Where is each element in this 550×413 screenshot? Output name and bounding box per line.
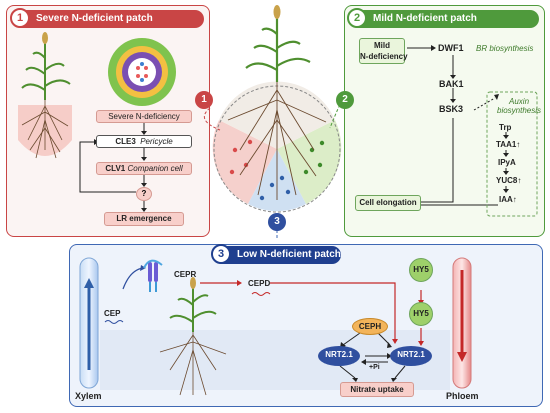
panel2-header: 2 Mild N-deficient patch xyxy=(347,8,539,28)
cepd-label: CEPD xyxy=(248,279,271,288)
cle3-label: CLE3 xyxy=(115,137,136,146)
taa1-text: TAA1 xyxy=(496,140,517,149)
cle3-box: CLE3 Pericycle xyxy=(96,135,192,148)
mild-label-line1: Mild xyxy=(374,41,390,50)
severe-n-deficiency-box: Severe N-deficiency xyxy=(96,110,192,123)
cepr-label: CEPR xyxy=(174,270,197,279)
cep-label: CEP xyxy=(104,309,121,318)
hy5-bottom-box: HY5 xyxy=(409,302,433,326)
panel2-title: Mild N-deficient patch xyxy=(373,13,477,24)
taa1-up-arrow: ↑ xyxy=(516,140,521,149)
companion-cell-label: Companion cell xyxy=(127,164,183,173)
mild-label-line2: N-deficiency xyxy=(360,52,408,61)
panel1-number: 1 xyxy=(10,8,30,28)
auxin-line1: Auxin xyxy=(509,97,530,106)
center-marker-2-text: 2 xyxy=(342,94,348,105)
panel1-title: Severe N-deficient patch xyxy=(36,13,153,24)
panel3-number: 3 xyxy=(211,244,231,264)
panel1-header: 1 Severe N-deficient patch xyxy=(10,8,204,28)
lr-emergence-label: LR emergence xyxy=(116,214,172,223)
iaa-up-arrow: ↑ xyxy=(512,195,517,204)
dwf1-label: DWF1 xyxy=(438,43,464,53)
ipya-label: IPyA xyxy=(498,158,516,167)
question-mark: ? xyxy=(141,189,147,198)
auxin-label: Auxin biosynthesis xyxy=(497,97,541,115)
panel3-title: Low N-deficient patch xyxy=(237,249,341,260)
clv1-box: CLV1 Companion cell xyxy=(96,162,192,175)
nrt21-right-box: NRT2.1 xyxy=(390,346,432,366)
pi-label: +Pi xyxy=(369,364,380,371)
cell-elongation-box: Cell elongation xyxy=(355,195,421,211)
nrt21-left-label: NRT2.1 xyxy=(325,350,353,359)
clv1-label: CLV1 xyxy=(105,164,126,173)
center-marker-1: 1 xyxy=(195,91,213,109)
hy5-top-label: HY5 xyxy=(413,265,429,274)
panel3-header: 3 Low N-deficient patch xyxy=(211,244,341,264)
center-marker-2: 2 xyxy=(336,91,354,109)
mild-n-deficiency-box: Mild N-deficiency xyxy=(359,38,408,64)
pericycle-label: Pericycle xyxy=(140,137,173,146)
severe-n-deficiency-label: Severe N-deficiency xyxy=(108,112,180,121)
panel2-number: 2 xyxy=(347,8,367,28)
auxin-line2: biosynthesis xyxy=(497,106,542,115)
hy5-top-box: HY5 xyxy=(409,258,433,282)
xylem-label: Xylem xyxy=(75,391,102,401)
hy5-bottom-label: HY5 xyxy=(413,309,429,318)
center-marker-1-text: 1 xyxy=(201,94,207,105)
bak1-label: BAK1 xyxy=(439,79,464,89)
phloem-label: Phloem xyxy=(446,391,479,401)
iaa-text: IAA xyxy=(499,195,513,204)
center-marker-3: 3 xyxy=(268,213,286,231)
low-patch-panel xyxy=(69,244,543,407)
yuc8-up-arrow: ↑ xyxy=(517,176,522,185)
ceph-box: CEPH xyxy=(352,318,388,335)
yuc8-text: YUC8 xyxy=(496,176,518,185)
unknown-factor-circle: ? xyxy=(136,187,152,201)
nitrate-uptake-label: Nitrate uptake xyxy=(350,385,404,394)
yuc8-label: YUC8↑ xyxy=(496,176,521,185)
lr-emergence-box: LR emergence xyxy=(104,212,184,226)
taa1-label: TAA1↑ xyxy=(496,140,520,149)
br-biosynthesis-label: BR biosynthesis xyxy=(476,44,534,53)
nrt21-left-box: NRT2.1 xyxy=(318,346,360,366)
trp-label: Trp xyxy=(499,123,512,132)
nitrate-uptake-box: Nitrate uptake xyxy=(340,382,414,397)
ceph-label: CEPH xyxy=(358,322,382,331)
nrt21-right-label: NRT2.1 xyxy=(397,350,425,359)
center-marker-3-text: 3 xyxy=(274,216,280,227)
bsk3-label: BSK3 xyxy=(439,104,464,114)
iaa-label: IAA↑ xyxy=(499,195,517,204)
cell-elongation-label: Cell elongation xyxy=(359,198,417,207)
